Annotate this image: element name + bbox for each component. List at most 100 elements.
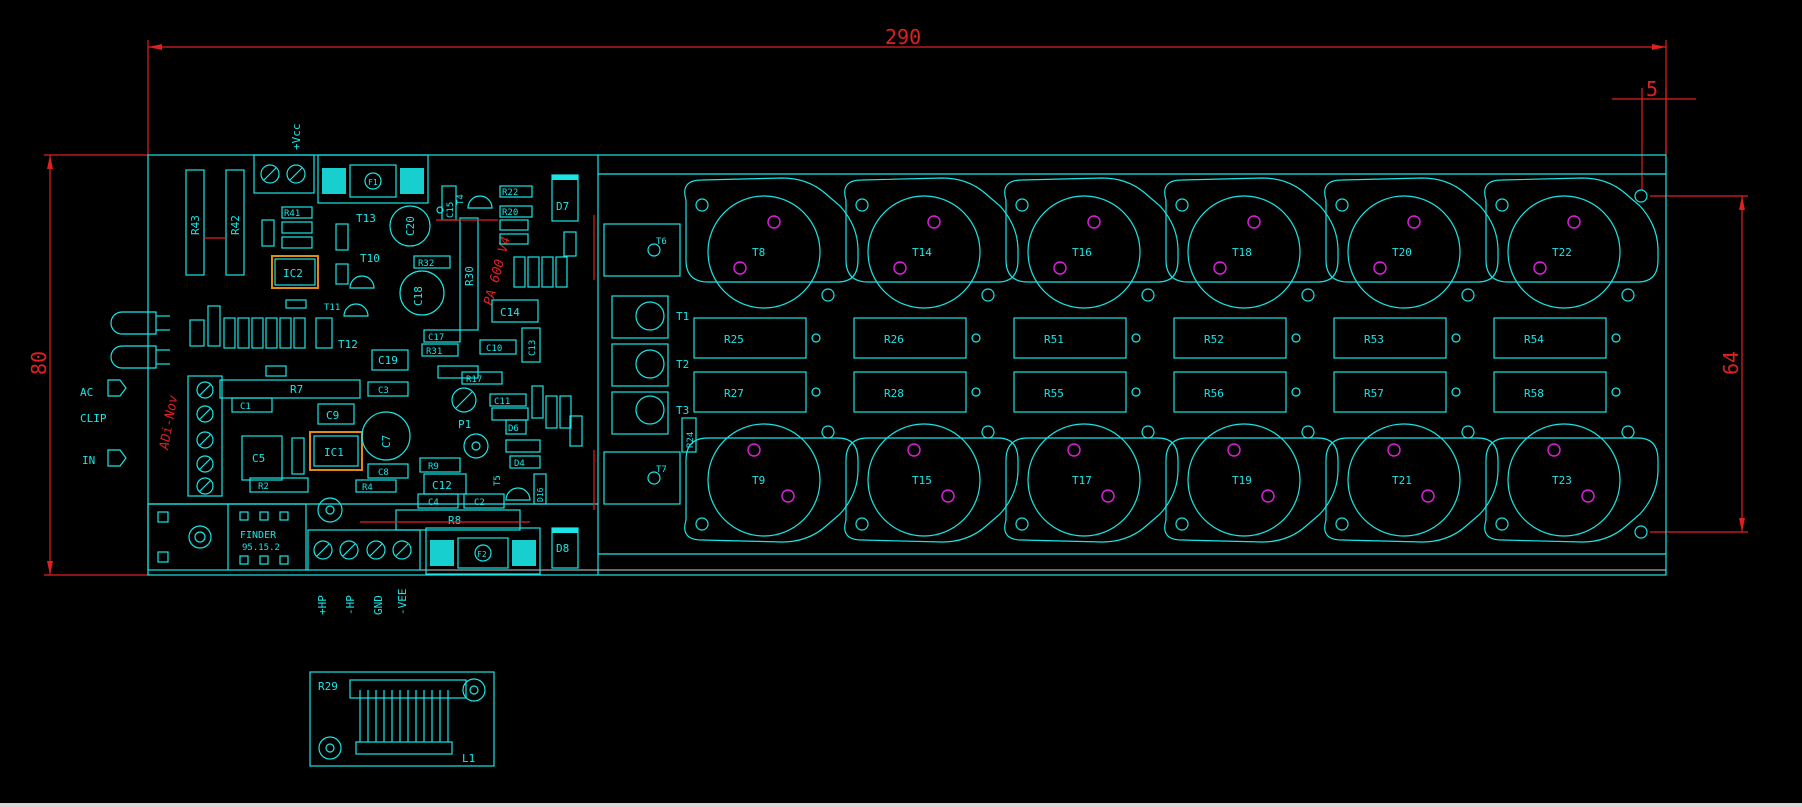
emitter-resistor-bottom-label: R27 [724,387,744,400]
gnd-label: GND [372,595,385,615]
r22-label: R22 [502,188,518,198]
vee-label: -VEE [396,589,409,616]
t6-label: T6 [656,237,667,247]
r43-label: R43 [189,215,202,235]
relay-name: FINDER [240,530,277,541]
power-transistor-bottom: T15 [844,423,1019,543]
emitter-resistor-bottom: R27 [693,371,821,413]
c1-label: C1 [240,402,251,412]
f2-label: F2 [477,550,487,559]
dimension-height: 80 [27,351,51,375]
l1-label: L1 [462,752,475,765]
r31-label: R31 [426,347,442,357]
power-transistor-bottom-label: T21 [1392,474,1412,487]
relay-model: 95.15.2 [242,543,280,553]
r29-label: R29 [318,680,338,693]
c4-label: C4 [428,498,439,508]
emitter-resistor-bottom-label: R56 [1204,387,1224,400]
dimension-edge-offset: 5 [1646,77,1658,101]
power-transistor-bottom-label: T19 [1232,474,1252,487]
emitter-resistor-top: R54 [1493,317,1621,359]
r42-label: R42 [229,215,242,235]
d6-label: D6 [508,424,519,434]
c17-label: C17 [428,333,444,343]
emitter-resistor-bottom-label: R58 [1524,387,1544,400]
ic2-label: IC2 [283,267,303,280]
r7-label: R7 [290,383,303,396]
emitter-resistor-top: R25 [693,317,821,359]
c5-label: C5 [252,452,265,465]
r17-label: R17 [466,375,482,385]
c15-label: C15 [446,202,456,218]
d7-label: D7 [556,200,569,213]
vcc-label: +Vcc [290,124,303,151]
power-transistor-bottom: T21 [1324,423,1499,543]
r2-label: R2 [258,482,269,492]
p1-label: P1 [458,418,471,431]
r30-label: R30 [463,266,476,286]
c19-label: C19 [378,354,398,367]
power-transistor-top: T8 [684,177,859,309]
power-transistor-bottom-label: T23 [1552,474,1572,487]
power-transistor-top-label: T20 [1392,246,1412,259]
c2-label: C2 [474,498,485,508]
driver-t3: T3 [676,404,689,417]
t10-label: T10 [360,252,380,265]
c9-label: C9 [326,409,339,422]
d8-label: D8 [556,542,569,555]
power-transistor-top: T14 [844,177,1019,309]
in-label: IN [82,454,95,467]
c10-label: C10 [486,344,502,354]
power-transistor-top: T20 [1324,177,1499,309]
d4-label: D4 [514,459,525,469]
driver-t1: T1 [676,310,689,323]
hp-minus-label: -HP [344,595,357,615]
small-signal-section: R43 R42 F1 R41 R22 R20 IC2 T13 C20 [110,154,697,575]
t4-label: T4 [456,194,466,205]
emitter-resistor-bottom-label: R28 [884,387,904,400]
ac-label: AC [80,386,93,399]
emitter-resistor-top-label: R26 [884,333,904,346]
t13-label: T13 [356,212,376,225]
clip-label: CLIP [80,412,107,425]
emitter-resistor-bottom: R57 [1333,371,1461,413]
dimension-hole-spacing: 64 [1719,351,1743,375]
t5-label: T5 [493,475,503,486]
t7-label: T7 [656,465,667,475]
r20-label: R20 [502,208,518,218]
ic1-label: IC1 [324,446,344,459]
r8-label: R8 [448,514,461,527]
power-transistor-bottom: T17 [1004,423,1179,543]
emitter-resistor-top-label: R25 [724,333,744,346]
emitter-resistor-bottom: R28 [853,371,981,413]
c14-label: C14 [500,306,520,319]
emitter-resistor-top-label: R53 [1364,333,1384,346]
r4-label: R4 [362,483,373,493]
emitter-resistor-top: R52 [1173,317,1301,359]
board-outline [147,154,1667,576]
r9-label: R9 [428,462,439,472]
output-coil-module: R29 L1 [309,671,495,767]
model-text: PA 600 V4 [481,235,514,307]
power-transistor-bottom: T9 [684,423,859,543]
power-transistor-bottom-label: T9 [752,474,765,487]
r24-label: R24 [686,432,696,448]
t12-label: T12 [338,338,358,351]
driver-t2: T2 [676,358,689,371]
emitter-resistor-bottom: R55 [1013,371,1141,413]
power-transistor-top: T18 [1164,177,1339,309]
c8-label: C8 [378,468,389,478]
power-transistor-top: T16 [1004,177,1179,309]
c13-label: C13 [528,340,538,356]
power-transistor-bottom: T23 [1484,423,1659,543]
c11-label: C11 [494,397,510,407]
emitter-resistor-bottom: R58 [1493,371,1621,413]
emitter-resistor-top: R53 [1333,317,1461,359]
emitter-resistor-top-label: R54 [1524,333,1544,346]
power-transistor-top-label: T22 [1552,246,1572,259]
emitter-resistor-top: R51 [1013,317,1141,359]
r32-label: R32 [418,259,434,269]
power-transistor-bottom: T19 [1164,423,1339,543]
